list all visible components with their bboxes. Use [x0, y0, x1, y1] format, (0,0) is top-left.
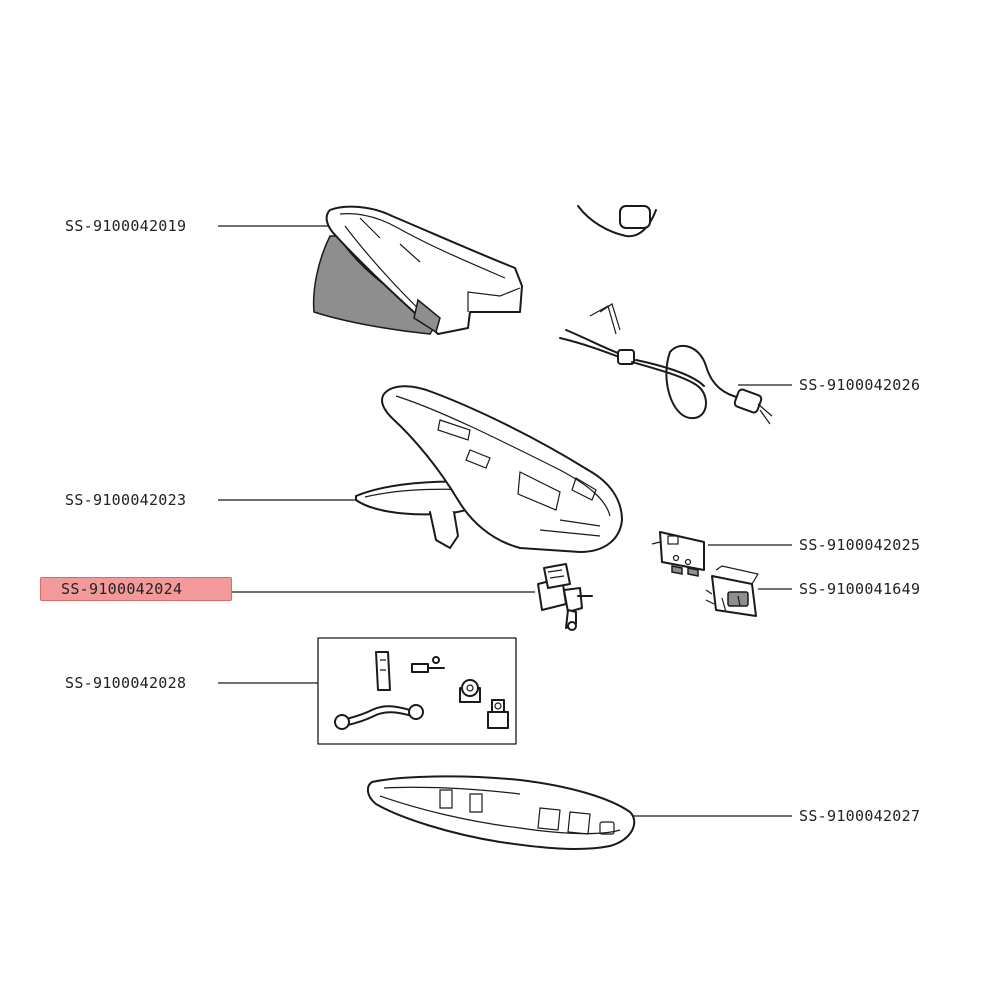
part-label-9100042019[interactable]: SS-9100042019 [65, 217, 187, 235]
power-cord-part [559, 205, 773, 425]
base-housing-part [355, 385, 623, 553]
part-label-9100042026[interactable]: SS-9100042026 [799, 376, 921, 394]
part-label-9100042027[interactable]: SS-9100042027 [799, 807, 921, 825]
switch-part [705, 565, 759, 617]
base-bottom-part [366, 775, 636, 850]
part-label-9100042023[interactable]: SS-9100042023 [65, 491, 187, 509]
pump-part [537, 563, 593, 631]
part-label-9100041649[interactable]: SS-9100041649 [799, 580, 921, 598]
part-label-9100042028[interactable]: SS-9100042028 [65, 674, 187, 692]
handle-cover-part [312, 205, 523, 335]
part-label-9100042024-highlighted[interactable]: SS-9100042024 [40, 577, 232, 601]
small-parts-kit [317, 637, 517, 745]
part-label-9100042025[interactable]: SS-9100042025 [799, 536, 921, 554]
pcb-board-part [651, 531, 705, 577]
